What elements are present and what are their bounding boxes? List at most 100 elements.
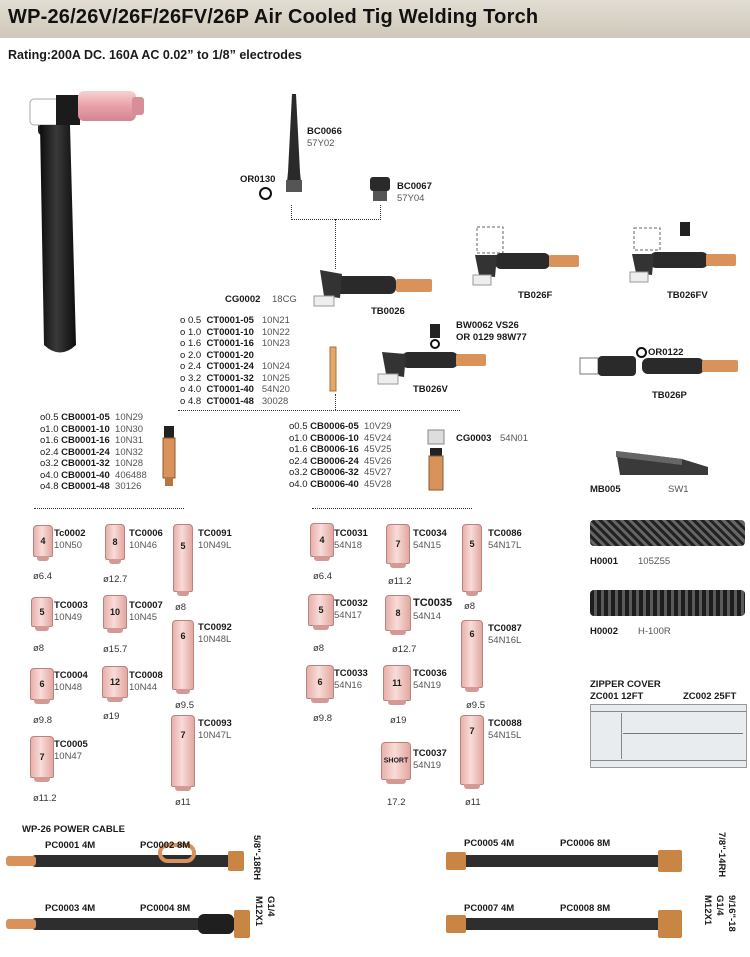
connector-line: [335, 219, 337, 269]
cable-pc0007: [458, 918, 668, 930]
cg0002-code: CG0002: [225, 294, 261, 305]
cable-pc0005: [458, 855, 668, 867]
cup-dim: ø11.2: [388, 576, 412, 587]
cup-dim: ø9.5: [466, 700, 486, 711]
list-item: o 1.0 CT0001-10 10N22: [180, 326, 290, 338]
cup-tc0034: 7: [386, 524, 410, 568]
cup-code: TC0037: [413, 748, 447, 759]
bc0066-code: BC0066: [307, 126, 342, 137]
zc002-label: ZC002 25FT: [683, 691, 737, 702]
gas-lens-icon: [427, 429, 445, 491]
cup-dim: ø9.5: [175, 700, 195, 711]
collet-list: o 0.5 CT0001-05 10N21 o 1.0 CT0001-10 10…: [180, 315, 290, 407]
cup-dim: ø8: [313, 643, 325, 654]
tb0026-head: [313, 270, 432, 307]
pc0002-label: PC0002 8M: [140, 840, 191, 851]
cup-dim: ø6.4: [33, 571, 53, 582]
cup-alt: 10N50: [54, 540, 82, 551]
list-item: o4.0 CB0006-40 45V28: [289, 478, 392, 490]
zipper-title: ZIPPER COVER: [590, 679, 661, 690]
list-item: o 0.5 CT0001-05 10N21: [180, 315, 290, 326]
pc0007-label: PC0007 4M: [464, 903, 515, 914]
mb005-label: MB005: [590, 484, 621, 495]
thread4a-label: 9/16"-18: [726, 895, 737, 932]
list-item: o 3.2 CT0001-32 10N25: [180, 372, 290, 384]
bc0066-sub: 57Y02: [307, 138, 335, 149]
short-back-cap-icon: [370, 177, 390, 201]
power-cable-title: WP-26 POWER CABLE: [22, 824, 125, 835]
o-ring-icon: [636, 347, 647, 358]
cup-code: TC0087: [488, 623, 522, 634]
list-item: o 4.0 CT0001-40 54N20: [180, 384, 290, 395]
cup-alt: 54N17L: [488, 540, 522, 551]
cup-code: TC0088: [488, 718, 522, 729]
bc0067-code: BC0067: [397, 181, 432, 192]
cup-tc0007: 10: [103, 595, 127, 633]
cup-alt: 54N15: [413, 540, 441, 551]
cup-dim: ø9.8: [313, 713, 333, 724]
tb026f-label: TB026F: [518, 290, 553, 301]
cup-dim: ø8: [175, 602, 187, 613]
ring-terminal-icon: [158, 843, 196, 863]
cup-tc0037: SHORT: [381, 742, 411, 784]
cup-dim: ø6.4: [313, 571, 333, 582]
thread4b-label: G1/4: [714, 895, 725, 916]
thread2b-label: M12X1: [253, 896, 264, 927]
h0002-sub: H-100R: [638, 626, 671, 637]
cup-alt: 10N49L: [198, 540, 232, 551]
cup-code: TC0036: [413, 668, 447, 679]
cup-tc0092: 6: [172, 620, 194, 694]
cup-tc0008: 12: [102, 666, 128, 702]
h0001-label: H0001: [590, 556, 618, 567]
tb026p-label: TB026P: [652, 390, 687, 401]
thread4c-label: M12X1: [702, 895, 713, 926]
pc0006-label: PC0006 8M: [560, 838, 611, 849]
cable-connector: [658, 850, 682, 872]
cable-connector: [446, 852, 466, 870]
connector-line: [291, 205, 381, 220]
list-item: o1.6 CB0006-16 45V25: [289, 444, 392, 455]
connector-line: [178, 410, 460, 412]
cable-connector: [198, 914, 234, 934]
cup-alt: 54N14: [413, 611, 441, 622]
cup-dim: 17.2: [387, 797, 406, 808]
cup-code: TC0032: [334, 598, 368, 609]
cup-dim: ø12.7: [392, 644, 417, 655]
cup-code: TC0031: [334, 528, 368, 539]
list-item: o0.5 CB0006-05 10V29: [289, 421, 392, 432]
cup-alt: 10N47: [54, 751, 82, 762]
cable-pc0001: [30, 855, 240, 867]
list-item: o 2.0 CT0001-20: [180, 349, 254, 361]
braided-hose: [590, 520, 745, 546]
or0129-code: OR 0129 98W77: [456, 332, 527, 343]
cg0003-sub: 54N01: [500, 433, 528, 444]
torch-image: [29, 91, 144, 353]
cup-tc0033: 6: [306, 665, 334, 703]
tb026p-head: [579, 356, 738, 376]
cup-dim: ø11: [175, 797, 191, 808]
cup-alt: 10N46: [129, 540, 157, 551]
tb0026-label: TB0026: [371, 306, 405, 317]
cup-dim: ø8: [33, 643, 45, 654]
list-item: o4.0 CB0001-40 406488: [40, 469, 147, 481]
list-item: o4.8 CB0001-48 30126: [40, 481, 142, 492]
thread2a-label: G1/4: [265, 896, 276, 917]
switch-icon: [616, 451, 708, 475]
cup-code: Tc0002: [54, 528, 86, 539]
thread3-label: 7/8"-14RH: [716, 832, 727, 878]
ribbed-hose: [590, 590, 745, 616]
cup-tc0005: 7: [30, 736, 54, 782]
cup-tc0086: 5: [462, 524, 482, 596]
cable-connector: [228, 851, 244, 871]
pc0001-label: PC0001 4M: [45, 840, 96, 851]
o-ring-icon: [259, 187, 272, 200]
cable-connector: [6, 919, 36, 929]
cup-tc0006: 8: [105, 524, 125, 564]
cup-alt: 54N16: [334, 680, 362, 691]
cup-tc0031: 4: [310, 523, 334, 561]
cup-tc0002: 4: [33, 525, 53, 561]
gas-lens-list: o0.5 CB0006-05 10V29 o1.0 CB0006-10 45V2…: [289, 421, 392, 490]
list-item: o1.0 CB0001-10 10N30: [40, 423, 144, 435]
cup-dim: ø19: [390, 715, 407, 726]
pc0003-label: PC0003 4M: [45, 903, 96, 914]
